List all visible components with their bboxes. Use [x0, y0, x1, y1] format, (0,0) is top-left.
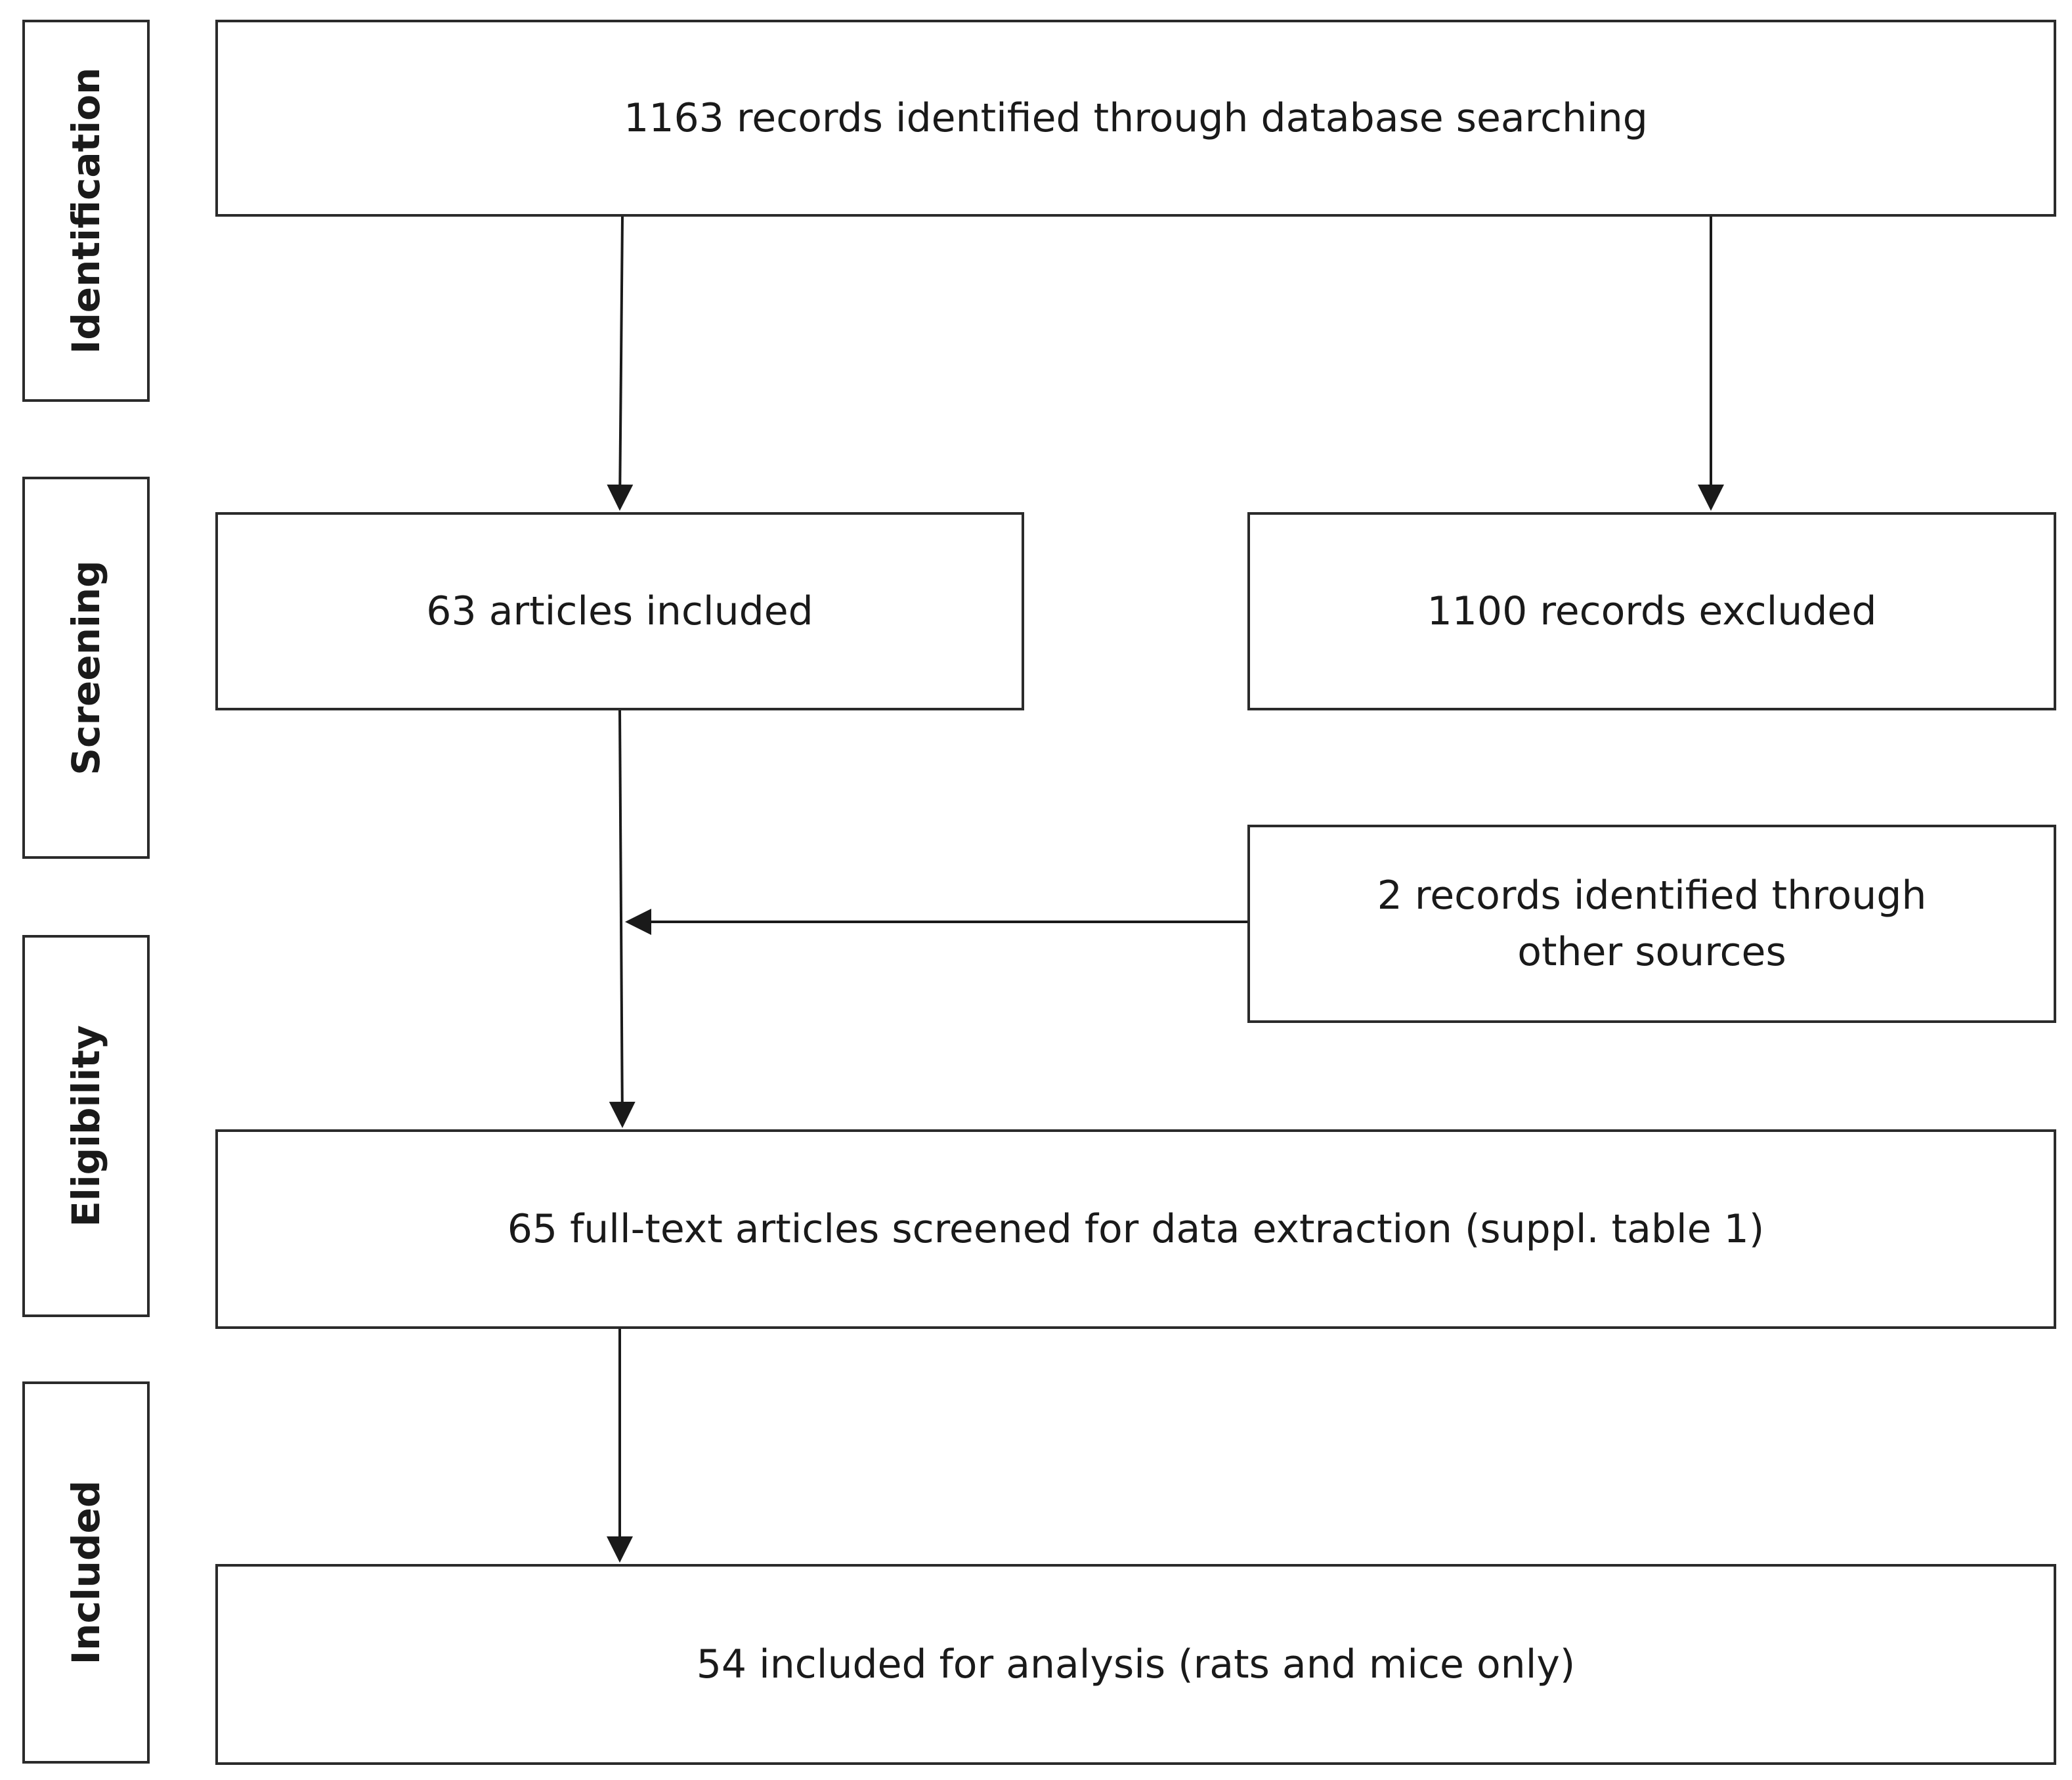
stage-eligibility: Eligibility — [22, 935, 150, 1317]
full-text-screened-text: 65 full-text articles screened for data … — [507, 1206, 1765, 1252]
articles-included-text: 63 articles included — [426, 588, 813, 634]
records-excluded-box: 1100 records excluded — [1247, 512, 2056, 710]
arrow-included-to-fulltext — [609, 710, 636, 1128]
database-search-box: 1163 records identified through database… — [215, 20, 2056, 217]
included-analysis-text: 54 included for analysis (rats and mice … — [696, 1641, 1576, 1687]
included-analysis-box: 54 included for analysis (rats and mice … — [215, 1564, 2056, 1765]
arrow-search-to-included — [607, 216, 634, 511]
full-text-screened-box: 65 full-text articles screened for data … — [215, 1129, 2056, 1329]
database-search-text: 1163 records identified through database… — [624, 95, 1648, 141]
records-excluded-text: 1100 records excluded — [1427, 588, 1877, 634]
other-sources-text: 2 records identified through other sourc… — [1377, 873, 1927, 975]
other-sources-box: 2 records identified through other sourc… — [1247, 825, 2056, 1023]
stage-identification: Identification — [22, 20, 150, 402]
articles-included-box: 63 articles included — [215, 512, 1024, 710]
stage-included: Included — [22, 1381, 150, 1764]
stage-screening: Screening — [22, 477, 150, 859]
